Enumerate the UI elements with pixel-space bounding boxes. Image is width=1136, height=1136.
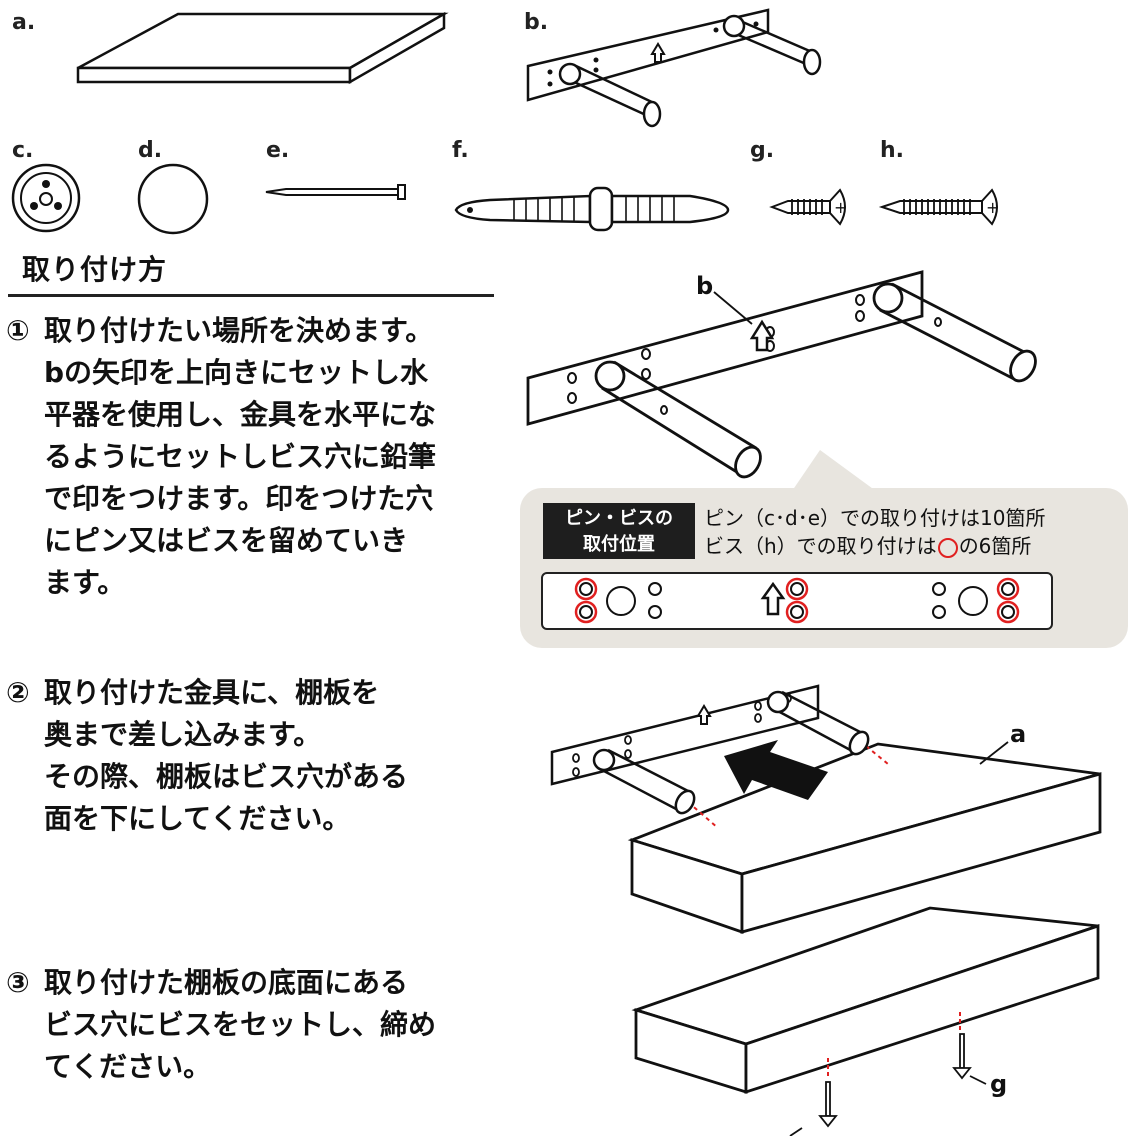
part-label-c: c. xyxy=(12,138,34,163)
callout-badge-line-1: ピン・ビスの xyxy=(565,508,673,529)
diagram-bracket-mounting xyxy=(526,270,1037,479)
callout-line-2-post: の6箇所 xyxy=(958,534,1032,558)
step-1-number: ① xyxy=(6,314,30,347)
part-label-b: b. xyxy=(524,10,549,35)
part-b-bracket xyxy=(526,8,822,128)
svg-text:+: + xyxy=(834,198,847,217)
arrow-up-icon xyxy=(760,581,786,616)
step-2-line-2: 奥まで差し込みます。 xyxy=(44,718,322,751)
svg-text:+: + xyxy=(986,198,999,217)
step-3: ③ 取り付けた棚板の底面にある ビス穴にビスをセットし、締め てください。 xyxy=(6,962,506,1088)
step-2-line-4: 面を下にしてください。 xyxy=(44,802,351,835)
part-label-e: e. xyxy=(266,138,290,163)
step-3-line-2: ビス穴にビスをセットし、締め xyxy=(44,1008,437,1041)
part-f-wall-anchor xyxy=(454,186,730,232)
step-1-line-2: bの矢印を上向きにセットし水 xyxy=(44,356,429,389)
diagram-label-b: b xyxy=(696,272,714,300)
callout-pointer xyxy=(790,450,880,494)
step-3-line-1: 取り付けた棚板の底面にある xyxy=(44,966,409,999)
push-arrow-icon xyxy=(724,740,828,800)
diagram-label-a: a xyxy=(1010,720,1027,748)
diagram-insert-shelf xyxy=(550,684,1102,934)
step-2-line-3: その際、棚板はビス穴がある xyxy=(44,760,409,793)
part-h-long-screw: + xyxy=(878,188,999,226)
part-a-shelf-board xyxy=(76,11,449,85)
step-1-line-6: にピン又はビスを留めていき xyxy=(44,524,409,557)
mounting-hole-diagram xyxy=(574,577,1020,624)
callout-text: ピン（c･d･e）での取り付けは10箇所 ビス（h）での取り付けはの6箇所 xyxy=(704,504,1124,560)
part-label-h: h. xyxy=(880,138,905,163)
screw-g-icon-2 xyxy=(818,1081,838,1128)
red-circle-icon xyxy=(937,537,958,558)
part-label-f: f. xyxy=(452,138,469,163)
diagram-fasten-screws xyxy=(631,906,1100,1136)
step-3-number: ③ xyxy=(6,966,30,999)
section-heading: 取り付け方 xyxy=(22,253,168,286)
diagram-label-g: g xyxy=(990,1070,1008,1098)
callout-badge: ピン・ビスの 取付位置 xyxy=(543,503,695,559)
step-3-line-3: てください。 xyxy=(44,1050,212,1083)
screw-g-icon xyxy=(952,1033,972,1080)
step-1-line-1: 取り付けたい場所を決めます。 xyxy=(44,314,434,347)
step-2: ② 取り付けた金具に、棚板を 奥まで差し込みます。 その際、棚板はビス穴がある 面… xyxy=(6,672,506,840)
step-1-line-5: で印をつけます。印をつけた穴 xyxy=(44,482,434,515)
heading-divider xyxy=(8,294,494,297)
step-1-line-4: るようにセットしビス穴に鉛筆 xyxy=(44,440,437,473)
step-1: ① 取り付けたい場所を決めます。 bの矢印を上向きにセットし水 平器を使用し、金具… xyxy=(6,310,506,604)
part-d-disc xyxy=(137,163,209,235)
part-g-short-screw: + xyxy=(769,188,847,226)
step-1-line-7: ます。 xyxy=(44,566,126,599)
step-2-number: ② xyxy=(6,676,30,709)
callout-badge-line-2: 取付位置 xyxy=(583,534,655,555)
callout-line-1: ピン（c･d･e）での取り付けは10箇所 xyxy=(704,506,1046,530)
step-1-line-3: 平器を使用し、金具を水平にな xyxy=(44,398,437,431)
part-label-g: g. xyxy=(750,138,775,163)
part-label-d: d. xyxy=(138,138,163,163)
callout-line-2: ビス（h）での取り付けはの6箇所 xyxy=(704,532,1124,560)
part-label-a: a. xyxy=(12,10,36,35)
part-e-pin xyxy=(265,184,406,200)
part-c-pin-cap xyxy=(11,163,81,233)
step-2-line-1: 取り付けた金具に、棚板を xyxy=(44,676,380,709)
callout-line-2-pre: ビス（h）での取り付けは xyxy=(704,534,937,558)
